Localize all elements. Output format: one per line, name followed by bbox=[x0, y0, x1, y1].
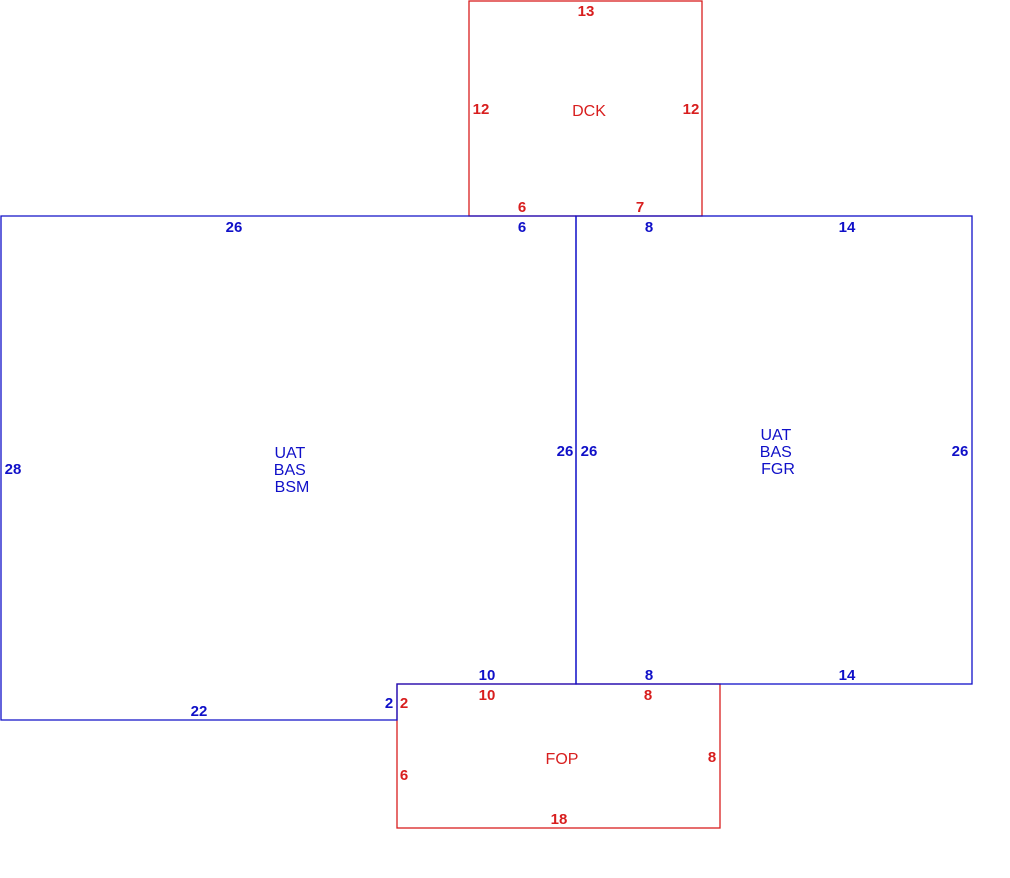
dim-deck-bottom-right: 7 bbox=[636, 199, 644, 216]
dim-porch-bottom: 18 bbox=[551, 811, 568, 828]
deck-area-label: DCK bbox=[572, 103, 606, 120]
dim-deck-bottom-left: 6 bbox=[518, 199, 526, 216]
dim-garage-bottom-right: 14 bbox=[839, 667, 856, 684]
dim-basement-left: 28 bbox=[5, 461, 22, 478]
basement-area-label: UAT BAS BSM bbox=[274, 445, 310, 496]
dim-garage-top-right: 14 bbox=[839, 219, 856, 236]
dim-porch-left-upper: 2 bbox=[400, 695, 408, 712]
dim-porch-right: 8 bbox=[708, 749, 716, 766]
garage-outline bbox=[575, 215, 973, 685]
dim-deck-left: 12 bbox=[473, 101, 490, 118]
dim-basement-bottom-jog: 10 bbox=[479, 667, 496, 684]
dim-deck-right: 12 bbox=[683, 101, 700, 118]
dim-porch-top-right: 8 bbox=[644, 687, 652, 704]
dim-garage-top-left: 8 bbox=[645, 219, 653, 236]
dim-porch-left-lower: 6 bbox=[400, 767, 408, 784]
dim-garage-bottom-left: 8 bbox=[645, 667, 653, 684]
porch-area-label: FOP bbox=[546, 751, 579, 768]
dim-basement-top-left: 26 bbox=[226, 219, 243, 236]
dim-garage-left: 26 bbox=[581, 443, 598, 460]
dim-garage-right: 26 bbox=[952, 443, 969, 460]
dim-basement-top-right: 6 bbox=[518, 219, 526, 236]
dim-porch-top-left: 10 bbox=[479, 687, 496, 704]
dim-basement-right: 26 bbox=[557, 443, 574, 460]
dim-basement-bottom: 22 bbox=[191, 703, 208, 720]
dim-basement-step: 2 bbox=[385, 695, 393, 712]
dim-deck-top: 13 bbox=[578, 3, 595, 20]
garage-area-label: UAT BAS FGR bbox=[760, 427, 796, 478]
